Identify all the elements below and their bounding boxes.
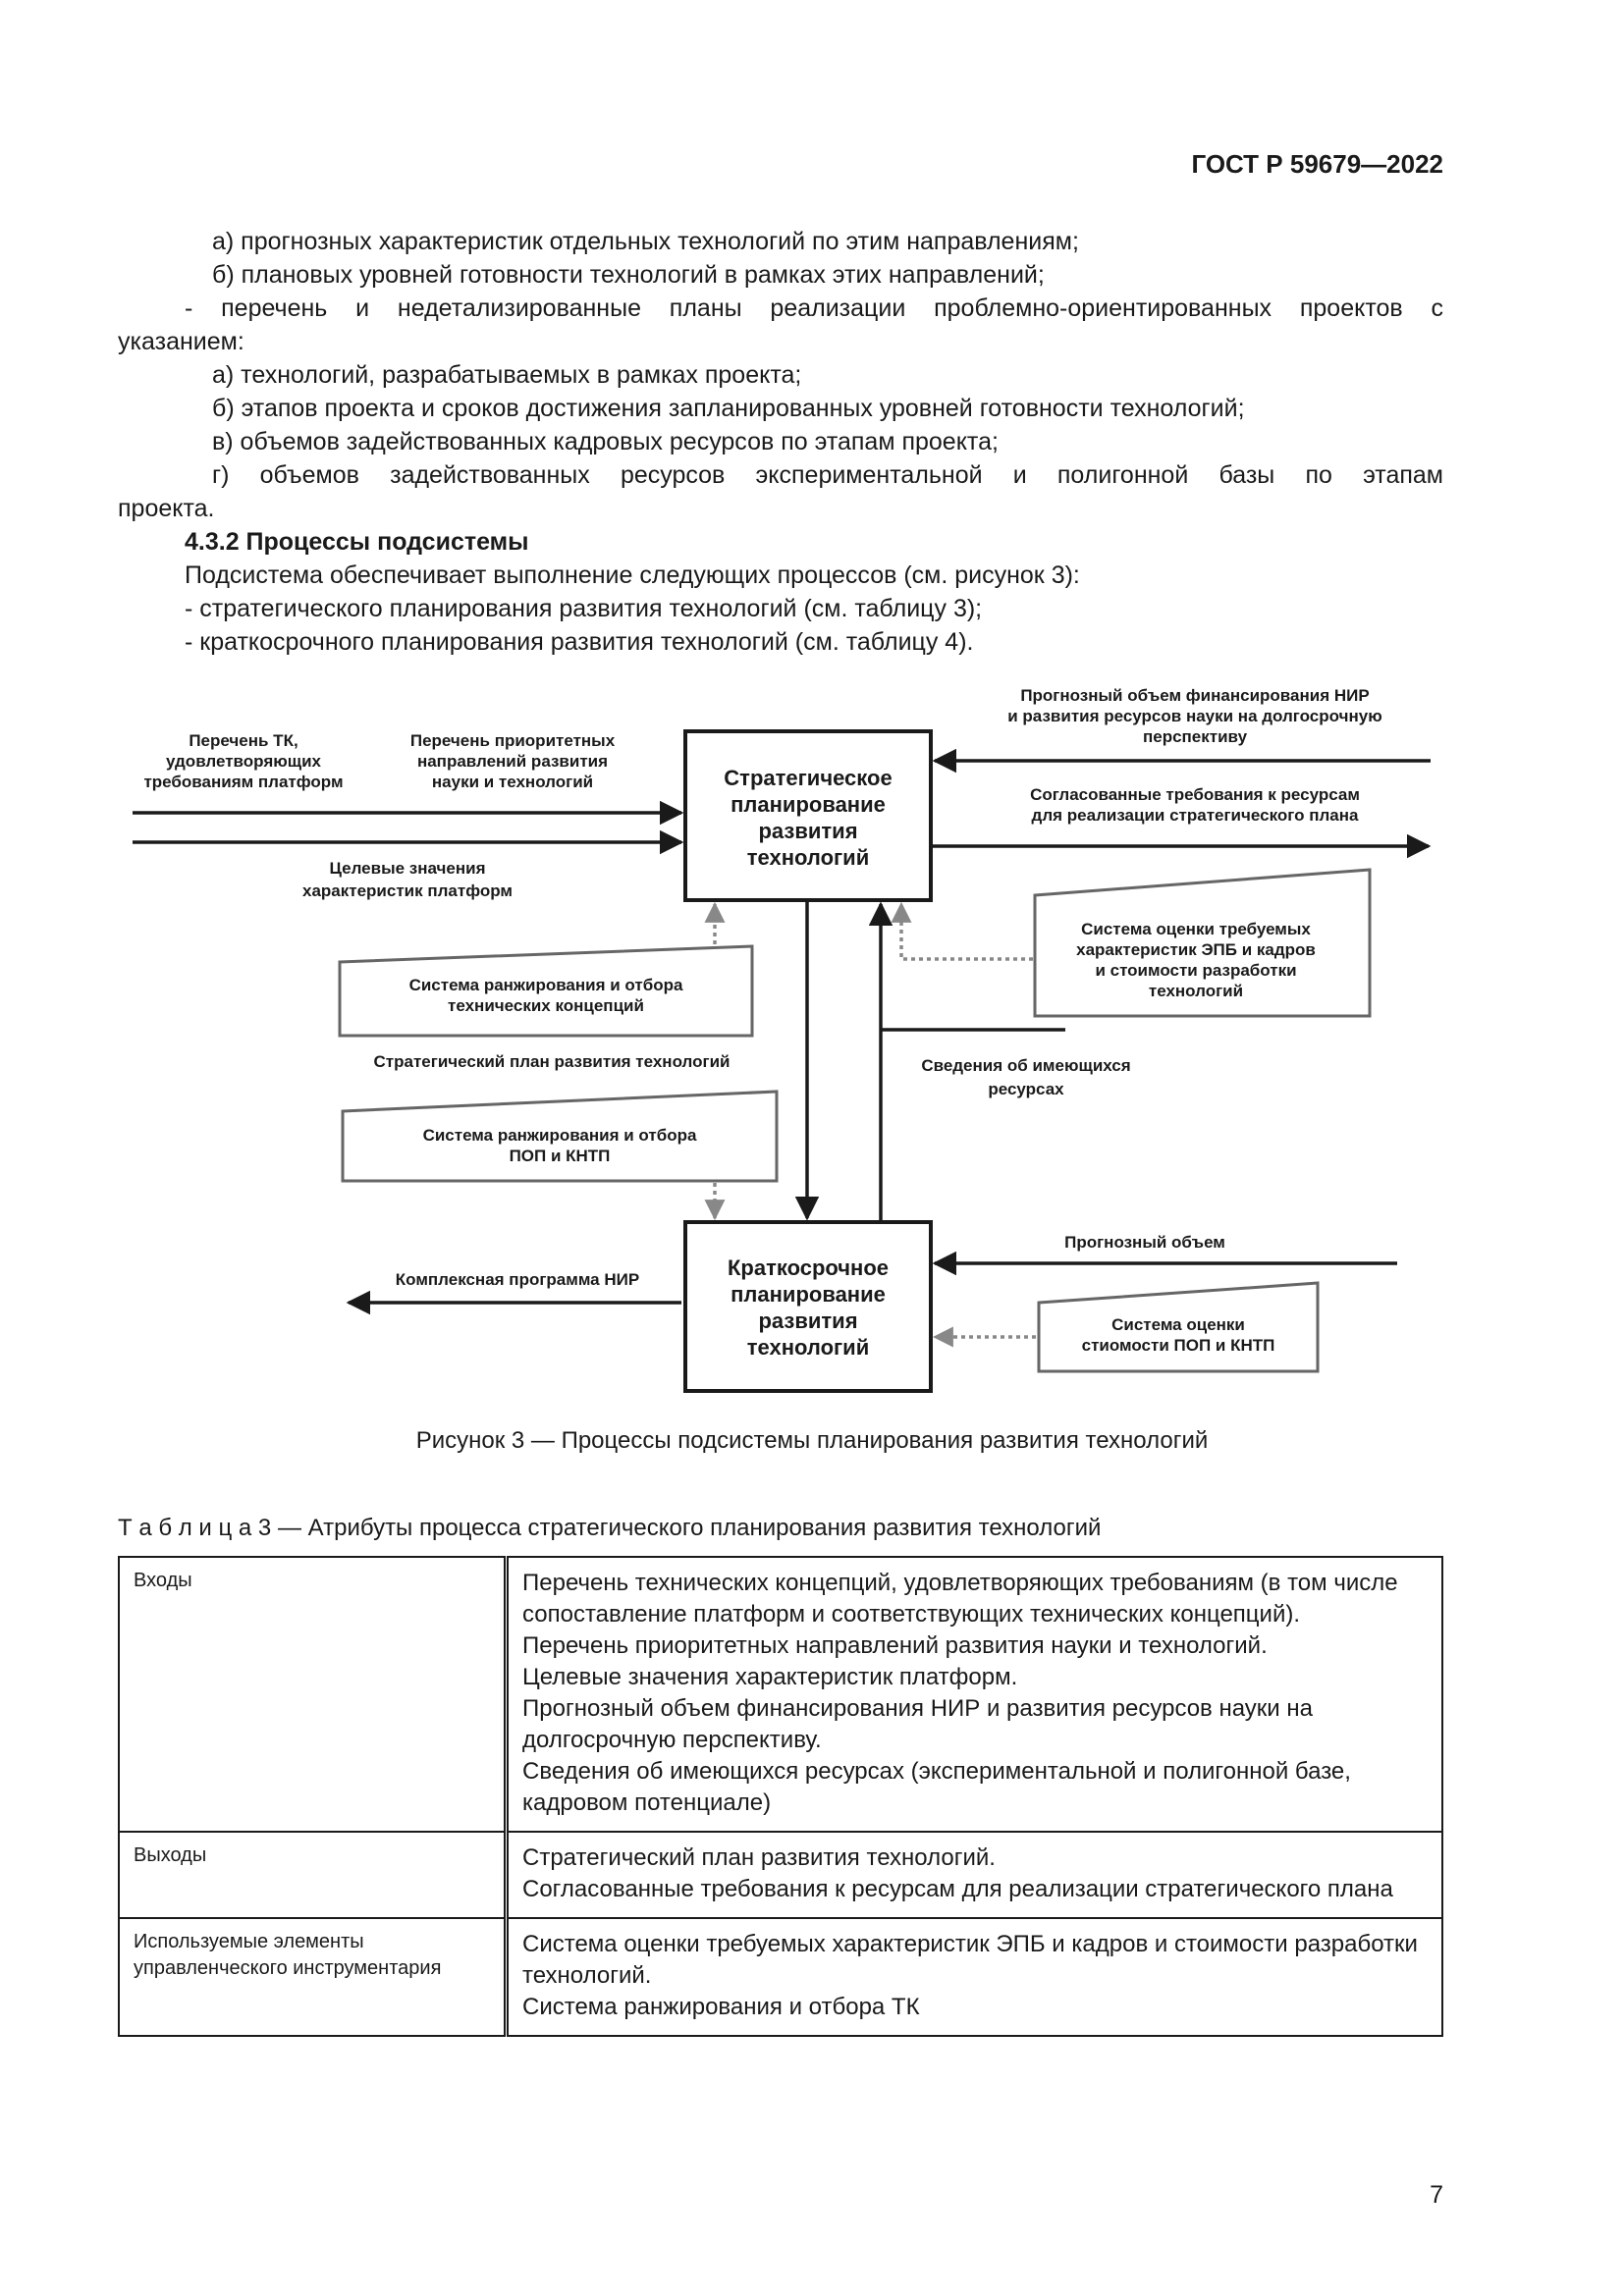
paragraph: Подсистема обеспечивает выполнение следу… — [185, 561, 1080, 589]
table-value: Прогнозный объем финансирования НИР и ра… — [522, 1695, 1313, 1753]
table-value: Целевые значения характеристик платформ. — [522, 1664, 1018, 1690]
label-eval-cost: Система оценки — [1111, 1315, 1245, 1334]
ranking-pop-system — [341, 1090, 779, 1183]
list-item: а) прогнозных характеристик отдельных те… — [212, 228, 1079, 255]
label-ranking-pop: Система ранжирования и отбора — [423, 1126, 697, 1145]
control-arrow-dotted — [891, 901, 1033, 961]
list-item: б) этапов проекта и сроков достижения за… — [212, 395, 1245, 422]
list-item: в) объемов задействованных кадровых ресу… — [212, 428, 999, 455]
list-item: - краткосрочного планирования развития т… — [185, 628, 974, 656]
table-cell-values: Перечень технических концепций, удовлетв… — [505, 1556, 1443, 1833]
table-row: Выходы Стратегический план развития техн… — [118, 1831, 1443, 1919]
table-value: Согласованные требования к ресурсам для … — [522, 1876, 1393, 1902]
table-cell-values: Система оценки требуемых характеристик Э… — [505, 1917, 1443, 2037]
table-caption: Т а б л и ц а 3 — Атрибуты процесса стра… — [118, 1515, 1102, 1541]
box-short-line: развития — [758, 1308, 857, 1333]
list-item-continuation: проекта. — [118, 495, 215, 522]
label-forecast-funding: перспективу — [1143, 727, 1248, 746]
table-cell-attr: Входы — [118, 1556, 509, 1833]
table-row: Входы Перечень технических концепций, уд… — [118, 1556, 1443, 1833]
label-eval-epb: Система оценки требуемых — [1081, 920, 1311, 938]
page-number: 7 — [1430, 2181, 1443, 2209]
label-strategic-plan: Стратегический план развития технологий — [374, 1052, 731, 1071]
label-eval-epb: технологий — [1149, 982, 1243, 1000]
label-priority-list: Перечень приоритетных — [410, 731, 616, 750]
label-available-resources: ресурсах — [988, 1080, 1064, 1098]
box-short-line: технологий — [747, 1335, 869, 1360]
label-eval-epb: и стоимости разработки — [1095, 961, 1296, 980]
table-value: Стратегический план развития технологий. — [522, 1844, 996, 1871]
label-forecast-volume: Прогнозный объем — [1064, 1233, 1225, 1252]
attributes-table: Входы Перечень технических концепций, уд… — [118, 1556, 1443, 2037]
box-short-line: планирование — [731, 1282, 886, 1307]
label-priority-list: науки и технологий — [432, 773, 593, 791]
short-term-planning-box — [683, 1220, 933, 1393]
label-tk-list: удовлетворяющих — [166, 752, 322, 771]
table-value: Сведения об имеющихся ресурсах (эксперим… — [522, 1758, 1351, 1816]
eval-cost-system — [1037, 1281, 1320, 1373]
table-cell-values: Стратегический план развития технологий.… — [505, 1831, 1443, 1919]
strategic-planning-box — [683, 729, 933, 902]
label-forecast-funding: и развития ресурсов науки на долгосрочну… — [1007, 707, 1381, 725]
table-row: Используемые элементы управленческого ин… — [118, 1917, 1443, 2037]
label-forecast-funding: Прогнозный объем финансирования НИР — [1020, 686, 1369, 705]
label-ranking-tc: технических концепций — [448, 996, 644, 1015]
table-cell-attr: Выходы — [118, 1831, 509, 1919]
label-tk-list: требованиям платформ — [143, 773, 343, 791]
process-diagram: Стратегическое планирование развития тех… — [133, 686, 1432, 1393]
box-strategic-line: технологий — [747, 845, 869, 870]
table-value: Перечень технических концепций, удовлетв… — [522, 1570, 1398, 1628]
box-strategic-line: планирование — [731, 792, 886, 817]
list-item-continuation: указанием: — [118, 328, 244, 355]
box-short-line: Краткосрочное — [728, 1255, 889, 1280]
document-header: ГОСТ Р 59679—2022 — [1191, 149, 1443, 179]
label-available-resources: Сведения об имеющихся — [921, 1056, 1130, 1075]
label-ranking-tc: Система ранжирования и отбора — [409, 976, 683, 994]
box-strategic-line: Стратегическое — [724, 766, 892, 790]
label-agreed-requirements: Согласованные требования к ресурсам — [1030, 785, 1360, 804]
label-complex-program: Комплексная программа НИР — [396, 1270, 639, 1289]
label-ranking-pop: ПОП и КНТП — [510, 1147, 611, 1165]
section-heading: 4.3.2 Процессы подсистемы — [185, 528, 529, 556]
list-item: - перечень и недетализированные планы ре… — [185, 294, 1443, 322]
list-item: б) плановых уровней готовности технологи… — [212, 261, 1045, 289]
table-value: Система оценки требуемых характеристик Э… — [522, 1931, 1418, 1989]
label-priority-list: направлений развития — [417, 752, 608, 771]
list-item: а) технологий, разрабатываемых в рамках … — [212, 361, 802, 389]
label-eval-cost: стиомости ПОП и КНТП — [1082, 1336, 1275, 1355]
table-value: Перечень приоритетных направлений развит… — [522, 1632, 1268, 1659]
table-cell-attr: Используемые элементы управленческого ин… — [118, 1917, 509, 2037]
label-target-values: Целевые значения — [330, 859, 486, 878]
table-value: Система ранжирования и отбора ТК — [522, 1994, 920, 2020]
label-tk-list: Перечень ТК, — [189, 731, 298, 750]
label-target-values: характеристик платформ — [302, 881, 513, 900]
figure-caption: Рисунок 3 — Процессы подсистемы планиров… — [415, 1427, 1209, 1454]
label-eval-epb: характеристик ЭПБ и кадров — [1076, 940, 1316, 959]
label-agreed-requirements: для реализации стратегического плана — [1032, 806, 1359, 825]
list-item: - стратегического планирования развития … — [185, 595, 983, 622]
ranking-tc-system — [338, 944, 754, 1038]
list-item: г) объемов задействованных ресурсов эксп… — [212, 461, 1443, 489]
eval-epb-system — [1033, 868, 1372, 1018]
box-strategic-line: развития — [758, 819, 857, 843]
